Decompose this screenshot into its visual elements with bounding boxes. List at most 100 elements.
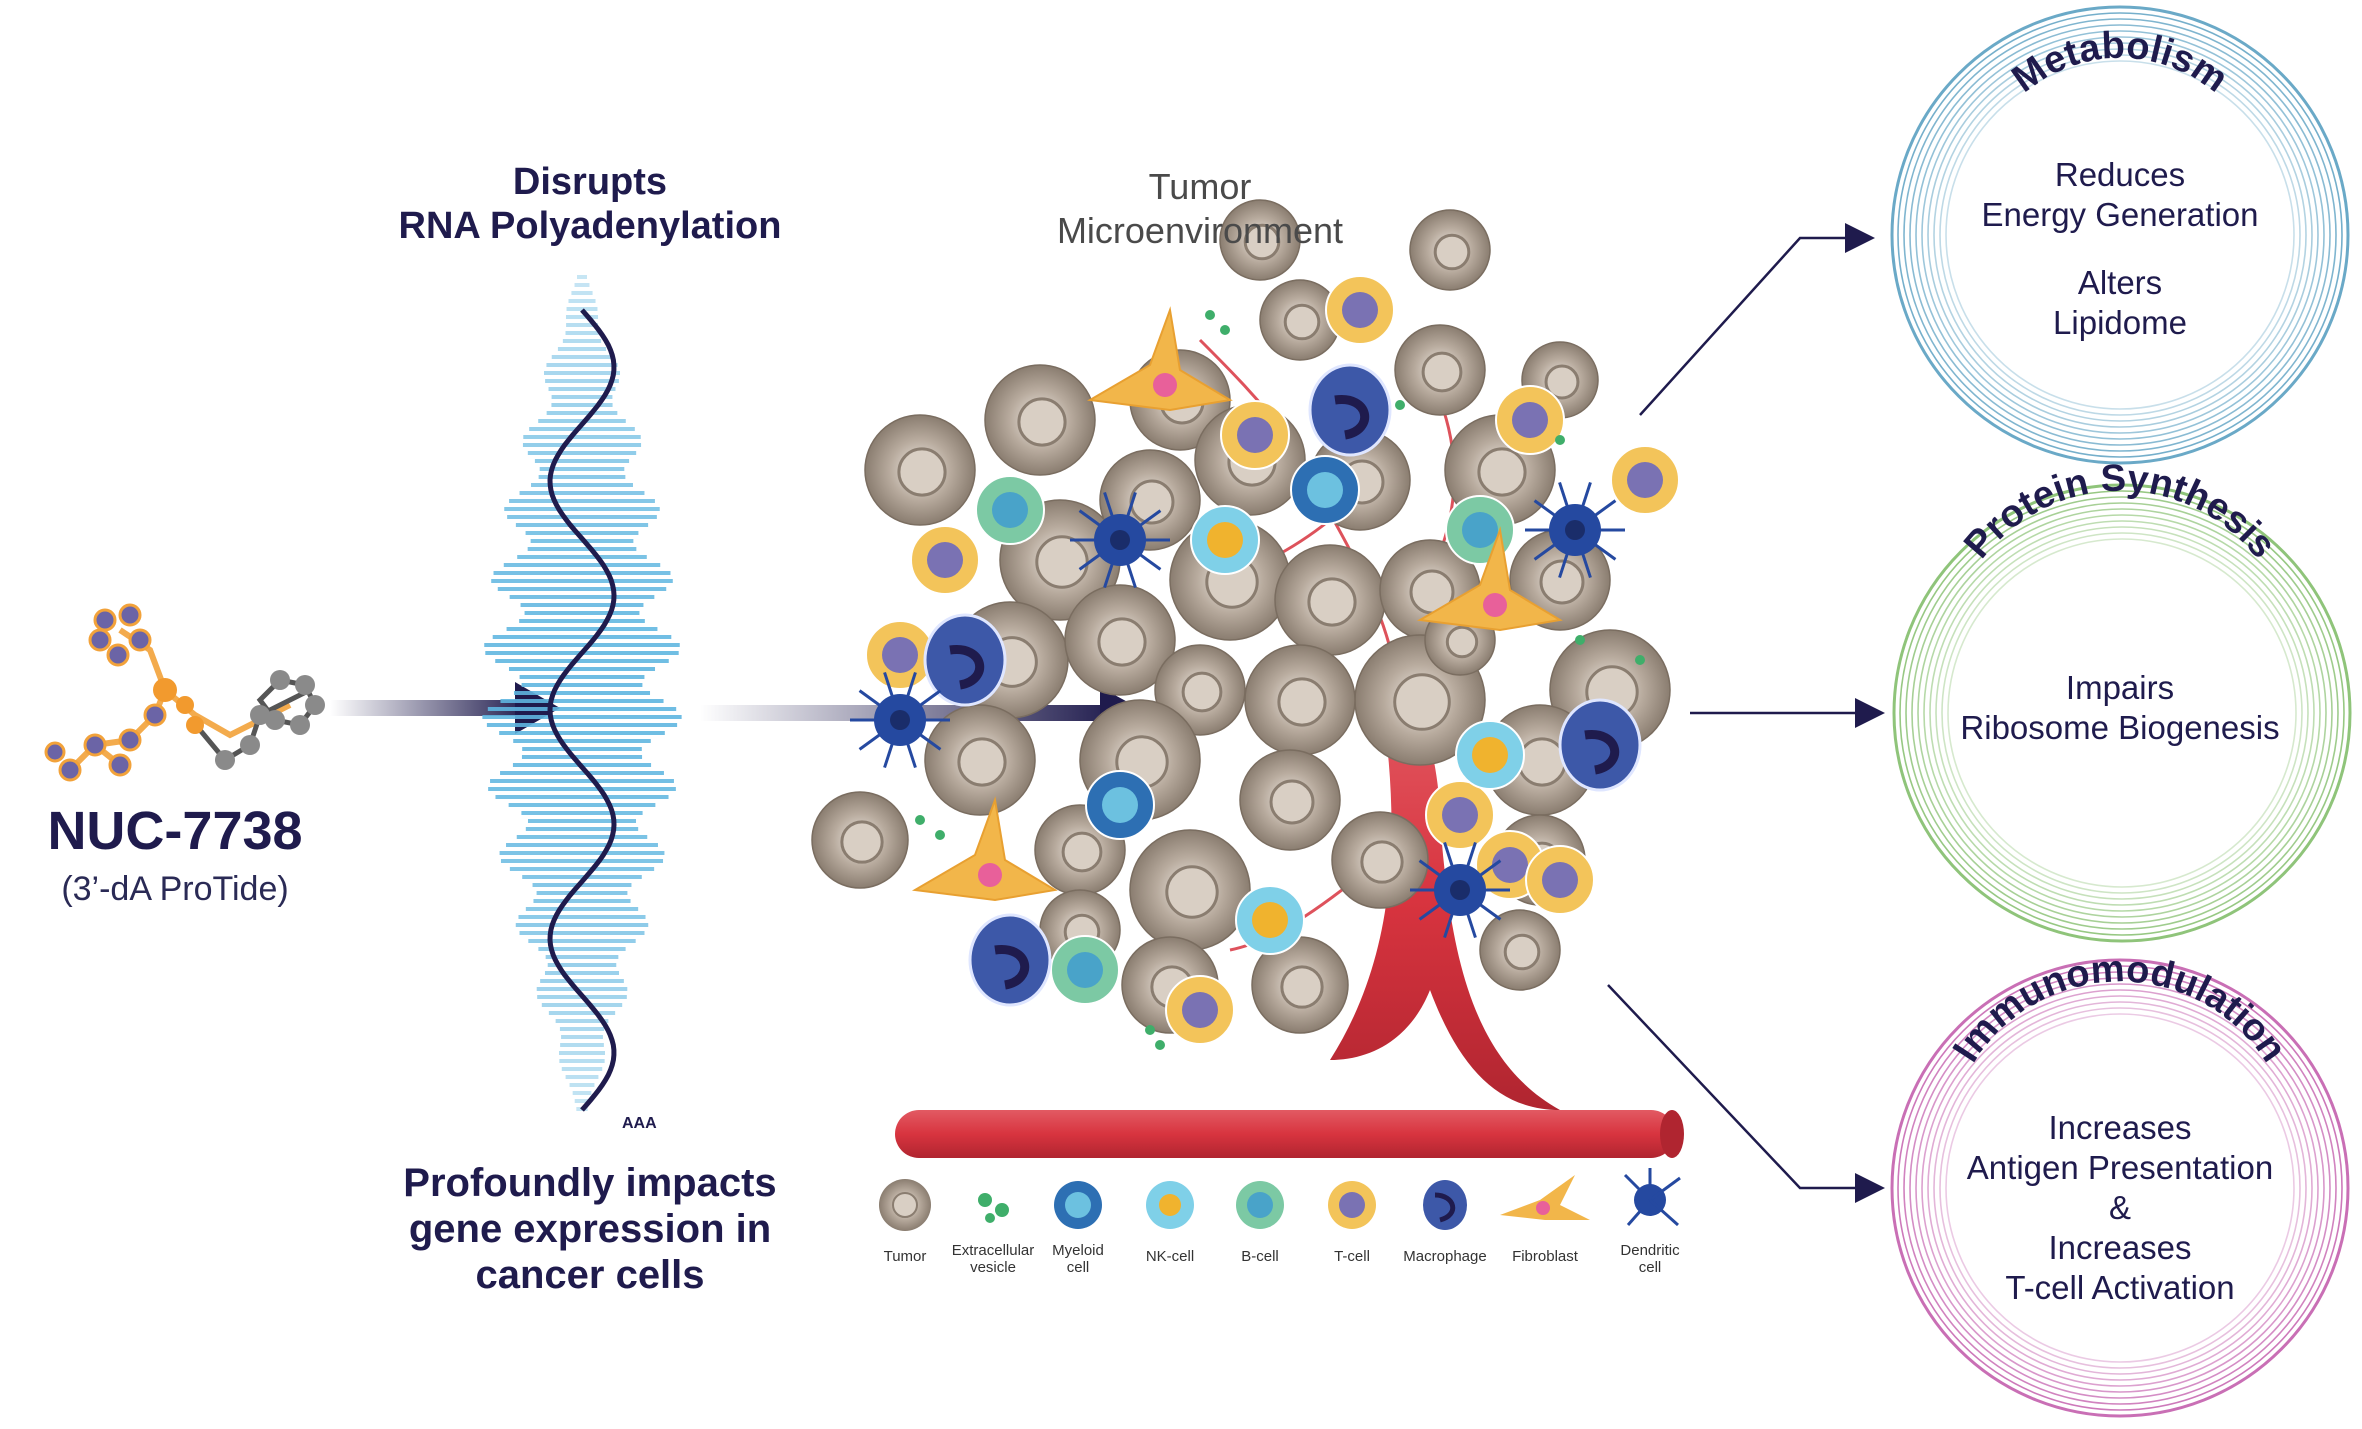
impact-line1: Profoundly impacts [403, 1161, 777, 1205]
dendritic-cell [1070, 491, 1170, 589]
rna-bar [491, 579, 673, 583]
rna-bar [525, 907, 639, 911]
impact-line2: gene expression in [408, 1207, 772, 1251]
tumor-cell [1244, 644, 1356, 756]
rna-bar [516, 835, 648, 839]
dendritic-cell [1525, 481, 1625, 579]
effect-line: Increases [2048, 1229, 2192, 1266]
impact-text: Profoundly impacts gene expression in ca… [360, 1160, 820, 1298]
extracellular-vesicle [1145, 1025, 1155, 1035]
rna-bar [492, 635, 672, 639]
effect-spacer [1935, 235, 2305, 263]
rna-bar [527, 547, 637, 551]
tumor-cell [1251, 936, 1349, 1034]
rna-bar [519, 675, 645, 679]
effect-line: Energy Generation [1981, 196, 2259, 233]
extracellular-vesicle [1575, 635, 1585, 645]
legend-label-b-cell: B-cell [1205, 1248, 1315, 1265]
legend-label-line: Dendritic [1620, 1242, 1680, 1259]
rna-bar [503, 563, 661, 567]
legend-label-line: Fibroblast [1512, 1248, 1578, 1265]
immune-cell [1235, 885, 1305, 955]
rna-bar [533, 899, 631, 903]
tumor-cell [864, 414, 976, 526]
rna-bar [551, 395, 613, 399]
legend-tumor-icon [879, 1179, 931, 1231]
rna-bar [546, 363, 618, 367]
rna-bar [527, 819, 637, 823]
effect-line: T-cell Activation [2005, 1269, 2235, 1306]
extracellular-vesicle [1220, 325, 1230, 335]
immune-cell [1085, 770, 1155, 840]
rna-bar [529, 427, 635, 431]
rna-bar [565, 1075, 599, 1079]
immune-cell [1290, 455, 1360, 525]
rna-bar [509, 499, 655, 503]
rna-bar [504, 507, 660, 511]
rna-bar [519, 491, 645, 495]
effect-circle-rings [1890, 958, 2350, 1418]
rna-bar [536, 987, 628, 991]
effect-line: Ribosome Biogenesis [1960, 709, 2280, 746]
rna-bar [506, 843, 658, 847]
rna-bar [521, 811, 643, 815]
rna-title-line2: RNA Polyadenylation [398, 205, 782, 247]
tumor-cell [1479, 909, 1561, 991]
rna-bar [519, 619, 645, 623]
rna-bar [528, 939, 636, 943]
tumor-cell [1331, 811, 1429, 909]
legend-label-fibroblast: Fibroblast [1490, 1248, 1600, 1265]
effect-line: & [2108, 1189, 2131, 1226]
legend-dendritic-icon [1623, 1168, 1681, 1227]
drug-name: NUC-7738 [47, 801, 303, 861]
legend-icons [879, 1168, 1681, 1231]
rna-bar [536, 891, 628, 895]
tumor-cell [1274, 544, 1386, 656]
tme-title-line1: Tumor [1148, 166, 1252, 207]
rna-bar [497, 587, 667, 591]
immune-cell [1325, 275, 1395, 345]
legend-macrophage-icon [1423, 1180, 1467, 1230]
tumor-cell [1219, 199, 1301, 281]
rna-bar [500, 771, 664, 775]
rna-bar [521, 683, 643, 687]
rna-bar [571, 291, 593, 295]
rna-bar [546, 411, 618, 415]
rna-bar [568, 299, 596, 303]
protein-synthesis-text: Impairs Ribosome Biogenesis [1935, 668, 2305, 748]
rna-bar [488, 787, 676, 791]
rna-bar [495, 659, 669, 663]
rna-bar [555, 1019, 609, 1023]
tumor-cell [1259, 279, 1341, 361]
immune-cell [1165, 975, 1235, 1045]
rna-bar [524, 611, 640, 615]
extracellular-vesicle [915, 815, 925, 825]
rna-bar [574, 1099, 590, 1103]
rna-bar [545, 955, 619, 959]
rna-bar [521, 755, 643, 759]
rna-bar [500, 699, 664, 703]
extracellular-vesicle [935, 830, 945, 840]
legend-label-line: Myeloid [1052, 1242, 1104, 1259]
rna-bar [565, 315, 599, 319]
extracellular-vesicle [1635, 655, 1645, 665]
legend-label-nk-cell: NK-cell [1115, 1248, 1225, 1265]
rna-bar [566, 307, 598, 311]
rna-title: Disrupts RNA Polyadenylation [380, 160, 800, 248]
legend-label-line: B-cell [1241, 1248, 1279, 1265]
rna-bar [518, 915, 646, 919]
tumor-cell [1409, 209, 1491, 291]
impact-line3: cancer cells [475, 1253, 705, 1297]
immune-cell [1525, 845, 1595, 915]
rna-bar [561, 1067, 603, 1071]
fibroblast-cell [911, 796, 1058, 902]
rna-bar [548, 387, 616, 391]
rna-bar [513, 691, 651, 695]
effect-line: Increases [2048, 1109, 2192, 1146]
tumor-cell [1394, 324, 1486, 416]
effect-line: Antigen Presentation [1966, 1149, 2274, 1186]
